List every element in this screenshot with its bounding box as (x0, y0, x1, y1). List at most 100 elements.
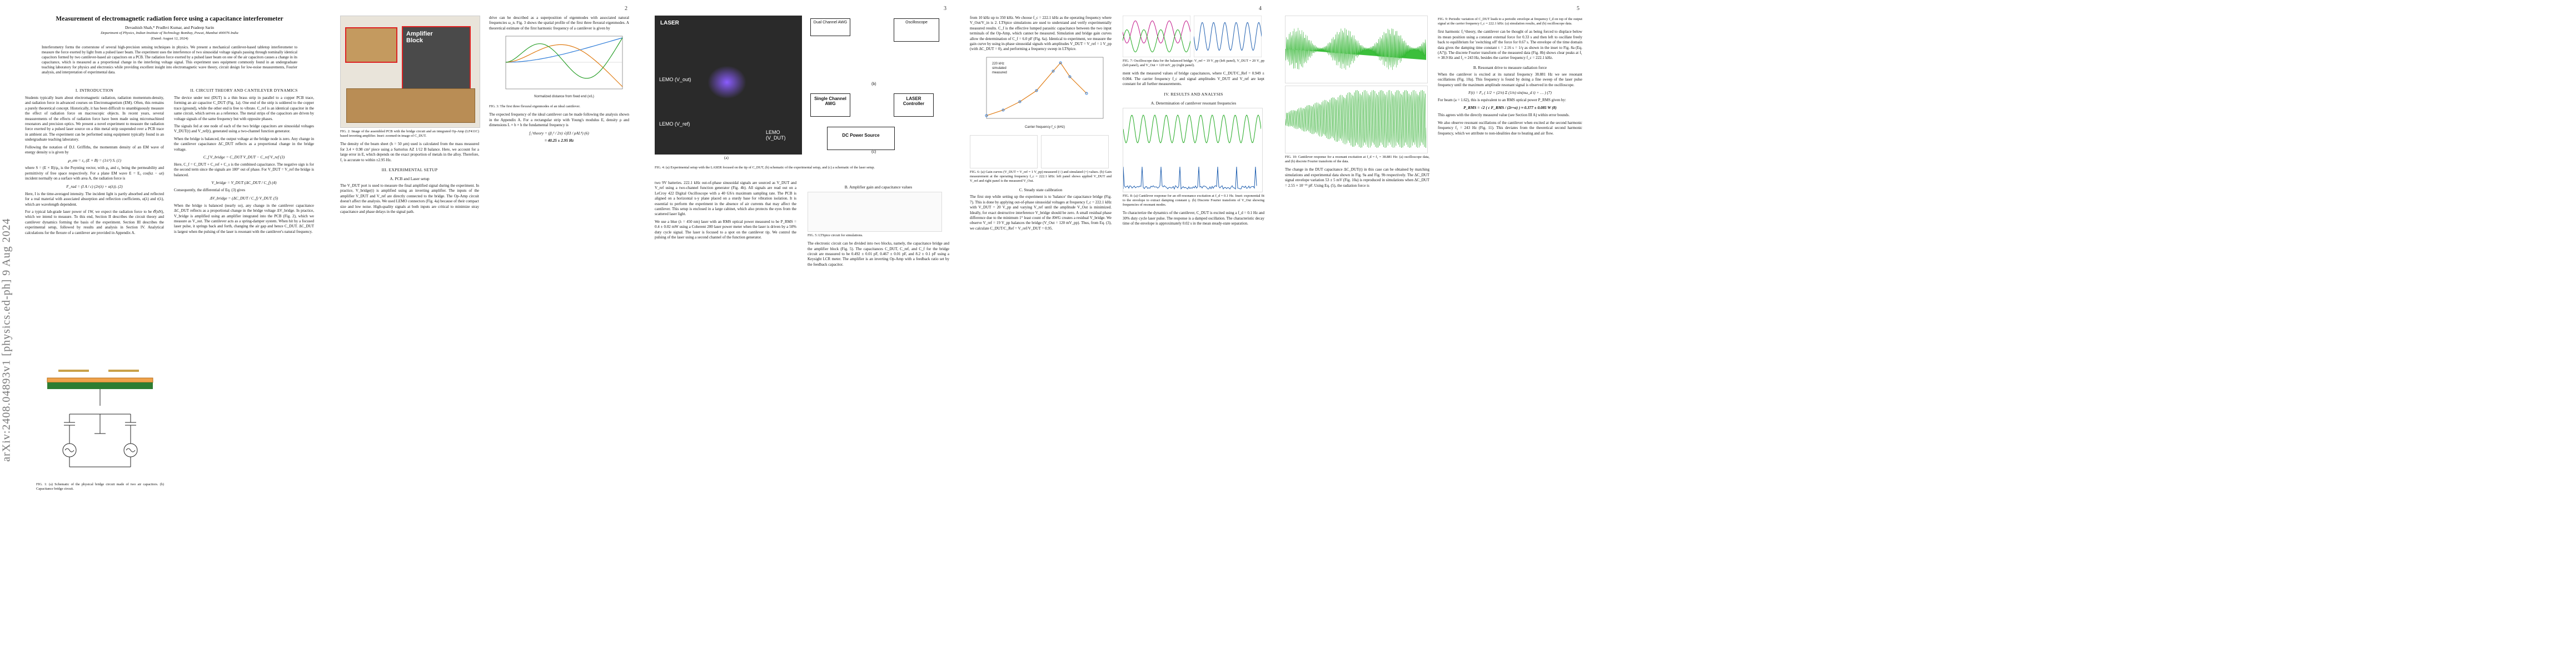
page-2: 2 Amplifier Block FIG. 2: Image of the a… (340, 0, 629, 667)
subfig-label: (b) (871, 82, 876, 86)
paragraph: Here, C_f = C_DUT + C_ref + C_s is the c… (174, 162, 314, 178)
paragraph: This agrees with the directly measured v… (1438, 113, 1582, 118)
figure-7 (1123, 16, 1262, 57)
lemo-label: LEMO (V_out) (659, 77, 692, 82)
dual-awg-block: Dual Channel AWG (810, 18, 850, 36)
setup-schematic: Dual Channel AWG Oscilloscope Single Cha… (810, 16, 944, 155)
pcb-board (346, 88, 475, 123)
affiliation: Department of Physics, Indian Institute … (25, 31, 314, 35)
paragraph: When the bridge is balanced, the output … (174, 137, 314, 152)
amplifier-block-region: Amplifier Block (402, 26, 471, 89)
paragraph: Students typically learn about electroma… (25, 96, 164, 143)
block-label: Single Channel AWG (811, 94, 850, 108)
paragraph: To characterize the dynamics of the cant… (1123, 211, 1264, 226)
lab-photo: LASER LEMO (V_out) LEMO (V_ref) LEMO (V_… (655, 16, 802, 155)
figure-9 (1285, 16, 1428, 83)
legend-label: simulated (992, 67, 1007, 70)
section-heading: III. EXPERIMENTAL SETUP (340, 167, 479, 172)
figure-6-caption: FIG. 6: (a) Gain curves (V_DUT = V_ref =… (970, 170, 1112, 184)
date: (Dated: August 12, 2024) (25, 37, 314, 41)
paragraph: The V_DUT port is used to measure the fi… (340, 183, 479, 215)
paragraph: When the cantilever is excited at its na… (1438, 72, 1582, 88)
paragraph: For a typical lab-grade laser power of 1… (25, 210, 164, 236)
figure-6b (970, 135, 1109, 168)
paragraph: ment with the measured values of bridge … (1123, 71, 1264, 87)
equation: V_bridge = V_DUT (ΔC_DUT / C_f) (4) (174, 181, 314, 185)
equation: f₁^theory = (β₁² / 2π) √(EI / ρAL⁴) (6) (489, 131, 629, 136)
cdut-inset (345, 27, 397, 63)
oscilloscope-block: Oscilloscope (894, 18, 939, 42)
authors: Devashish Shah,* Prudhvi Kumar, and Prad… (25, 25, 314, 30)
lemo-label: LEMO (V_ref) (659, 121, 692, 127)
subsection-heading: B. Amplifier gain and capacitance values (808, 185, 949, 190)
figure-10 (1285, 86, 1428, 153)
subsection-heading: B. Resonant drive to measure radiation f… (1438, 65, 1582, 70)
laser-controller-block: LASER Controller (894, 93, 934, 117)
figure-9-caption: FIG. 9: Periodic variation of C_DUT lead… (1438, 17, 1582, 26)
paragraph: The first step while setting up the expe… (970, 195, 1112, 231)
page-number: 3 (944, 6, 946, 12)
section-heading: IV. RESULTS AND ANALYSIS (1123, 92, 1264, 97)
equation: F(t) = F₀ ( 1/2 + (2/π) Σ (1/n) sin(nω_d… (1438, 91, 1582, 95)
block-label: Dual Channel AWG (811, 19, 850, 26)
figure-2-caption: FIG. 2: Image of the assembled PCB with … (340, 130, 479, 138)
paragraph: The density of the beam sheet (h = 50 μm… (340, 142, 479, 163)
paragraph: The electronic circuit can be divided in… (808, 241, 949, 267)
paragraph: Consequently, the differential of Eq. (3… (174, 188, 314, 193)
paragraph: Here, I is the time-averaged intensity. … (25, 192, 164, 207)
figure-2: Amplifier Block FIG. 2: Image of the ass… (340, 16, 479, 217)
subsection-heading: A. Determination of cantilever resonant … (1123, 101, 1264, 106)
dc-power-block: DC Power Source (827, 127, 895, 150)
ltspice-figure (808, 192, 942, 232)
block-label: Oscilloscope (894, 19, 939, 26)
arxiv-watermark: arXiv:2408.04893v1 [physics.ed-ph] 9 Aug… (1, 167, 14, 522)
legend-label: 220 kHz (992, 62, 1004, 66)
page-number: 4 (1259, 6, 1262, 12)
page-number: 5 (1577, 6, 1580, 12)
figure-8-caption: FIG. 8: (a) Cantilever response for an o… (1123, 194, 1264, 208)
paragraph: When the bridge is balanced (nearly so),… (174, 203, 314, 235)
laser-label: LASER (660, 20, 679, 26)
figure-4: LASER LEMO (V_out) LEMO (V_ref) LEMO (V_… (655, 16, 949, 160)
arxiv-id-text: arXiv:2408.04893v1 [physics.ed-ph] 9 Aug… (1, 173, 13, 507)
section-heading: I. INTRODUCTION (25, 88, 164, 93)
figure-10-caption: FIG. 10: Cantilever response for a reson… (1285, 155, 1429, 164)
x-axis-label: Normalized distance from fixed end (x/L) (534, 95, 594, 98)
scope-trace-left (1123, 16, 1190, 57)
equation: ℘_em = ε₀ (E × B) = (1/c²) S. (1) (25, 158, 164, 163)
figure-3-caption: FIG. 3: The first three flexural eigenmo… (489, 104, 628, 109)
cantilever-response-chart (1123, 108, 1261, 191)
paragraph: where S = (E × B)/μ₀ is the Poynting vec… (25, 166, 164, 181)
paragraph: The signals fed at one node of each of t… (174, 124, 314, 135)
circuit-diagram (36, 356, 164, 478)
figure-5-caption: FIG. 5: LTSpice circuit for simulations. (808, 233, 949, 238)
figure-3: Normalized distance from fixed end (x/L)… (489, 33, 628, 109)
figure-1: FIG. 1: (a) Schematic of the physical br… (36, 356, 164, 495)
amplifier-block-label: Amplifier Block (403, 27, 443, 47)
figure-7-caption: FIG. 7: Oscilloscope data for the balanc… (1123, 59, 1264, 68)
subsection-heading: A. PCB and Laser setup (340, 176, 479, 181)
page-3: 3 LASER LEMO (V_out) LEMO (V_ref) LEMO (… (655, 0, 949, 667)
section-heading: II. CIRCUIT THEORY AND CANTILEVER DYNAMI… (174, 88, 314, 93)
scope-panel (1041, 135, 1109, 168)
paragraph: The device under test (DUT) is a thin br… (174, 96, 314, 122)
subfig-label: (a) (724, 156, 729, 160)
scope-trace-right (1194, 16, 1262, 57)
eigenmode-chart: Normalized distance from fixed end (x/L) (489, 33, 628, 100)
figure-4-caption: FIG. 4: (a) Experimental setup with the … (655, 166, 949, 170)
figure-8 (1123, 108, 1263, 192)
pcb-photo: Amplifier Block (340, 16, 480, 128)
equation: C_f V_bridge = C_DUT V_DUT − C_ref V_ref… (174, 155, 314, 160)
paragraph: We use a blue (λ = 450 nm) laser with an… (655, 220, 796, 241)
block-label: LASER Controller (894, 94, 933, 108)
paragraph: The expected frequency of the ideal cant… (489, 112, 629, 128)
envelope-chart (1285, 16, 1426, 82)
paragraph: The change in the DUT capacitance ΔC_DUT… (1285, 167, 1429, 188)
page-1: Measurement of electromagnetic radiation… (25, 0, 314, 667)
paragraph: We also observe resonant oscillations of… (1438, 121, 1582, 136)
gain-curve-chart: Carrier frequency f_c (kHz)220 kHzsimula… (970, 54, 1109, 132)
block-label: DC Power Source (828, 127, 894, 143)
paragraph: drive can be described as a superpositio… (489, 16, 629, 31)
single-awg-block: Single Channel AWG (810, 93, 850, 117)
equation: P_RMS = √2 ( c F_RMS / (2r+α) ) ≈ 0.377 … (1438, 106, 1582, 110)
